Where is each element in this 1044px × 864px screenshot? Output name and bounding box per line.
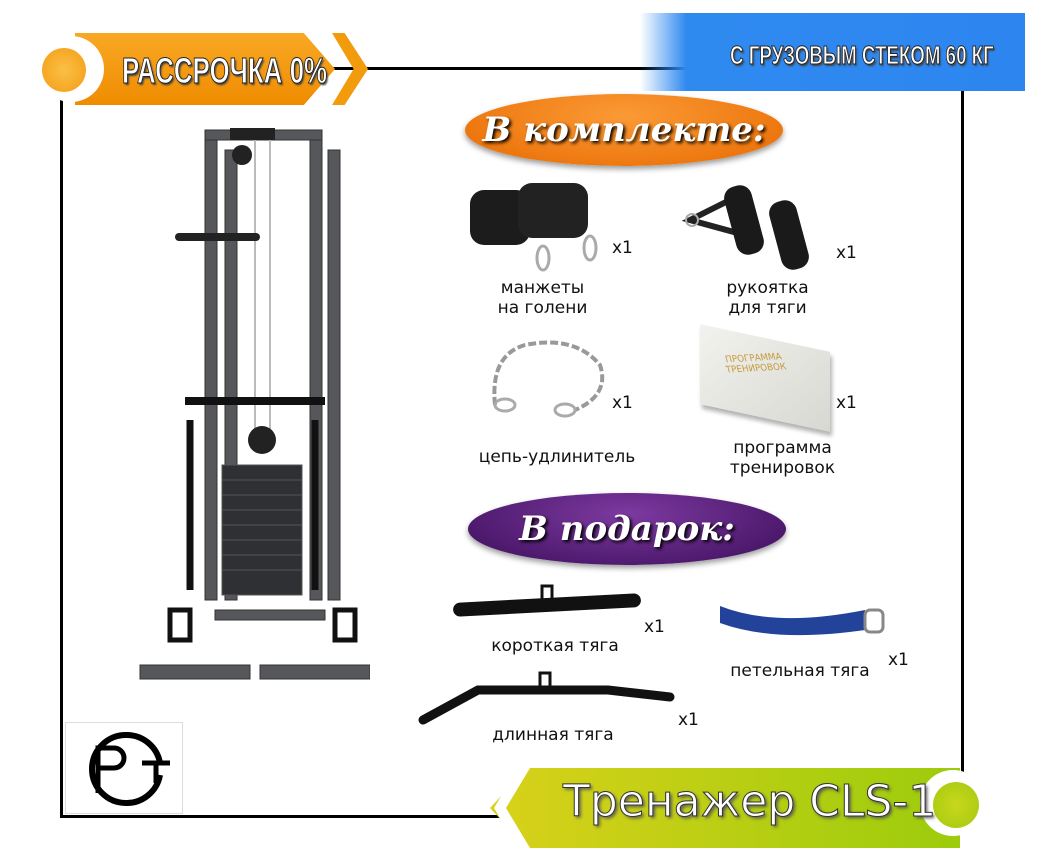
stack-banner <box>640 13 1025 91</box>
stack-banner-text: С ГРУЗОВЫМ СТЕКОМ 60 КГ <box>730 40 994 71</box>
gift-item-qty: x1 <box>888 650 909 670</box>
gift-item-label: короткая тяга <box>491 636 619 656</box>
long-bar-image <box>418 671 675 725</box>
kit-item-label: манжеты на голени <box>470 278 615 318</box>
frame-line-left <box>60 67 63 817</box>
kit-item-label: программа тренировок <box>710 438 855 478</box>
ankle-cuffs-image <box>470 183 598 272</box>
gift-item-qty: x1 <box>644 617 665 637</box>
circle-icon <box>42 48 86 92</box>
label-line: программа <box>733 438 832 458</box>
cable-machine-image <box>139 128 370 680</box>
rst-logo-icon <box>89 731 170 807</box>
gift-item-label: петельная тяга <box>730 661 870 681</box>
label-line: для тяги <box>728 298 807 318</box>
frame-line-top <box>61 67 964 70</box>
circle-icon <box>933 782 979 828</box>
chain-image <box>492 340 605 418</box>
label-line: на голени <box>497 298 588 318</box>
handle-image <box>681 185 809 270</box>
kit-item-qty: x1 <box>836 243 857 263</box>
installment-text: РАССРОЧКА 0% <box>122 50 328 92</box>
label-line: манжеты <box>500 278 585 298</box>
product-title: Тренажер CLS-1 <box>562 776 937 828</box>
short-bar-image <box>453 584 641 617</box>
gift-heading: В подарок: <box>468 493 786 565</box>
kit-item-label: цепь-удлинитель <box>478 447 636 467</box>
product-title-banner <box>490 768 960 848</box>
kit-item-qty: x1 <box>612 238 633 258</box>
gift-item-label: длинная тяга <box>492 725 614 745</box>
kit-heading: В комплекте: <box>465 94 783 166</box>
training-program-book: ПРОГРАММА ТРЕНИРОВОК <box>700 324 830 432</box>
book-cover-text: ПРОГРАММА ТРЕНИРОВОК <box>724 352 788 376</box>
installment-badge <box>75 33 335 105</box>
gift-item-qty: x1 <box>678 710 699 730</box>
certification-mark <box>65 722 183 814</box>
kit-item-label: рукоятка для тяги <box>700 278 835 318</box>
kit-item-qty: x1 <box>836 393 857 413</box>
kit-item-qty: x1 <box>612 393 633 413</box>
label-line: тренировок <box>729 458 836 478</box>
frame-line-right <box>961 67 964 817</box>
label-line: рукоятка <box>726 278 809 298</box>
loop-strap-image <box>720 606 885 636</box>
